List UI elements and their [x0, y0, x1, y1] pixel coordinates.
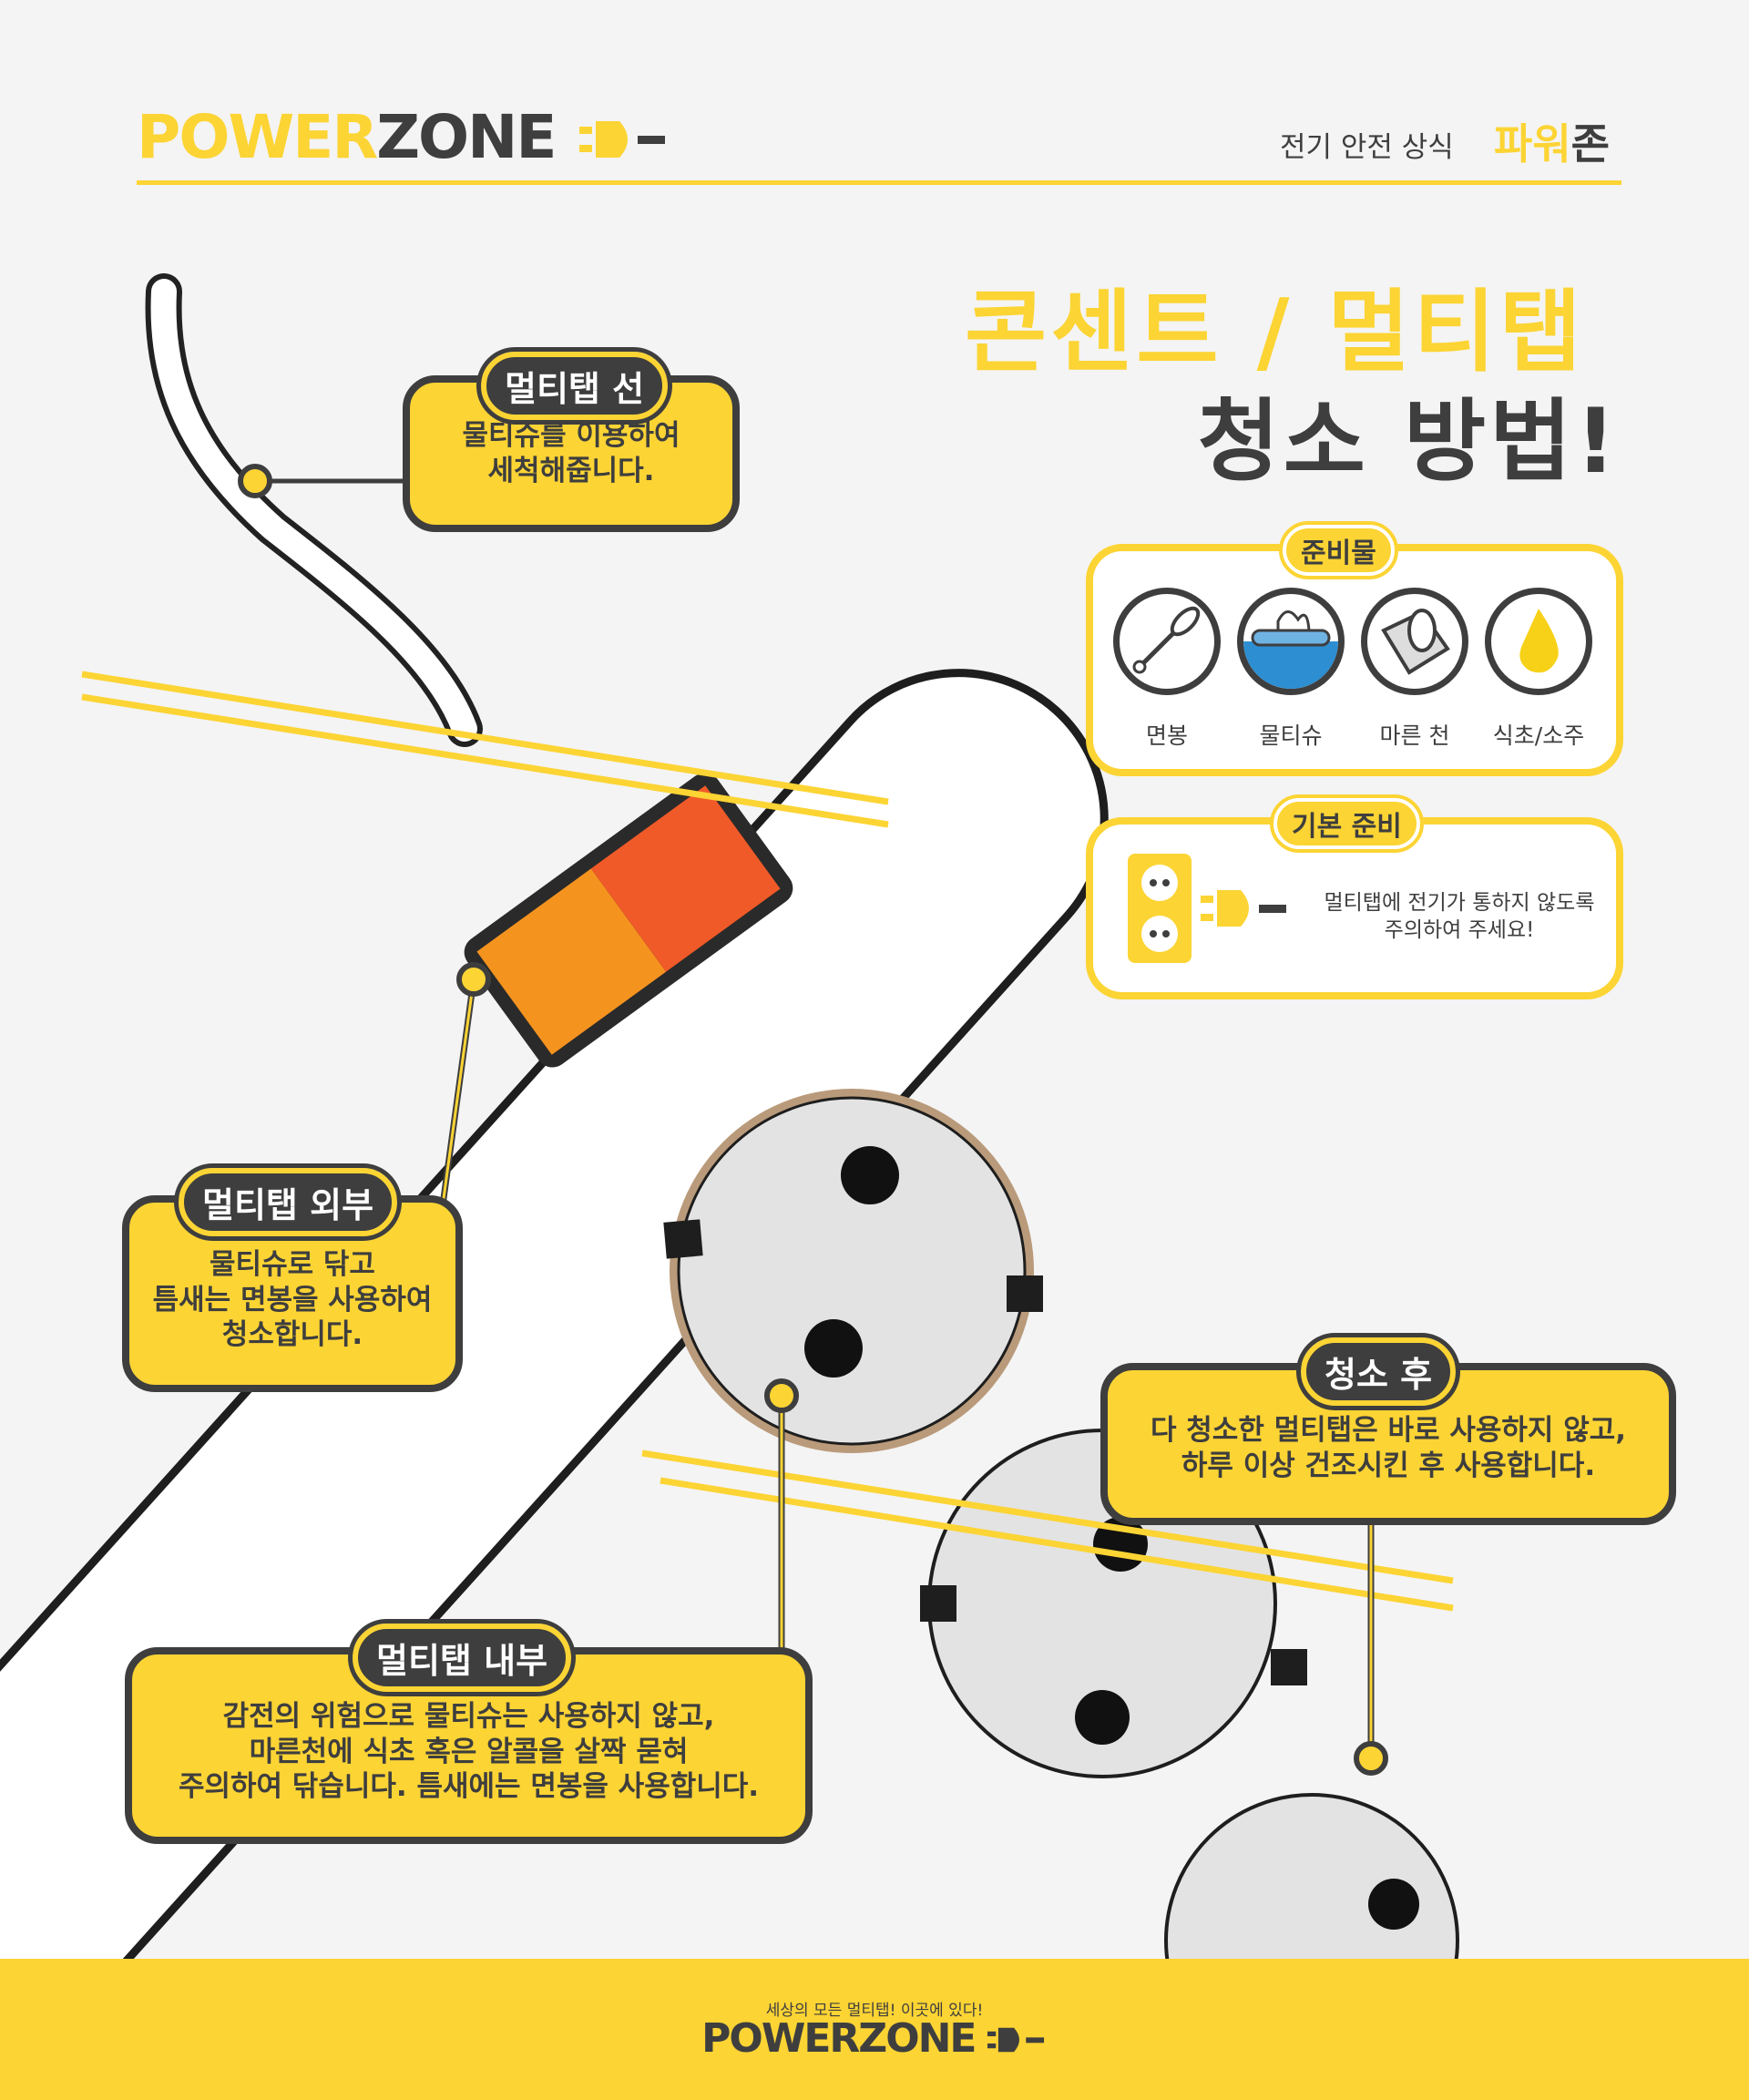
liquid-drop-icon: [1485, 588, 1592, 695]
basic-prep-line-1: 멀티탭에 전기가 통하지 않도록: [1324, 891, 1595, 915]
callout-after-line-1: 다 청소한 멀티탭은 바로 사용하지 않고,: [1150, 1414, 1627, 1448]
brand-ko-part2: 존: [1570, 119, 1610, 169]
header-logo: POWERZONE: [137, 102, 670, 176]
basic-prep-tag: 기본 준비: [1270, 794, 1424, 853]
callout-interior-line-3: 주의하여 닦습니다. 틈새에는 면봉을 사용합니다.: [178, 1770, 760, 1804]
callout-interior-line-1: 감전의 위험으로 물티슈는 사용하지 않고,: [222, 1699, 715, 1733]
wet-wipes-icon: [1237, 588, 1345, 695]
callout-cord-line-1: 물티슈를 이용하여: [462, 419, 680, 453]
supply-label-cloth: 마른 천: [1379, 722, 1450, 749]
plug-unplugged-icon: [1201, 886, 1292, 934]
callout-cord-tag: 멀티탭 선: [476, 347, 673, 425]
supply-label-wipes: 물티슈: [1259, 722, 1323, 749]
footer: 세상의 모든 멀티탭! 이곳에 있다! POWERZONE: [0, 1959, 1749, 2100]
footer-tagline: 세상의 모든 멀티탭! 이곳에 있다!: [765, 2002, 984, 2020]
plug-icon: [579, 106, 670, 176]
callout-cord-line-2: 세척해줍니다.: [487, 455, 655, 487]
callout-exterior-line-3: 청소합니다.: [221, 1318, 363, 1352]
footer-plug-icon: [987, 2018, 1048, 2064]
callout-after-tag: 청소 후: [1295, 1333, 1461, 1410]
header-divider: [137, 180, 1621, 185]
outlet-icon: [1128, 854, 1192, 963]
callout-interior-tag: 멀티탭 내부: [347, 1619, 577, 1696]
basic-prep-text: 멀티탭에 전기가 통하지 않도록 주의하여 주세요!: [1304, 890, 1614, 945]
footer-logo-power: POWER: [701, 2015, 860, 2062]
callout-after: 다 청소한 멀티탭은 바로 사용하지 않고, 하루 이상 건조시킨 후 사용합니…: [1100, 1363, 1676, 1525]
supplies-tag: 준비물: [1279, 521, 1398, 579]
supply-label-swab: 면봉: [1145, 722, 1188, 749]
dry-cloth-icon: [1361, 588, 1468, 695]
logo-power: POWER: [137, 102, 378, 172]
basic-prep-line-2: 주의하여 주세요!: [1384, 917, 1535, 942]
title-line-2: 청소 방법!: [1197, 390, 1620, 494]
logo-zone: ZONE: [376, 102, 557, 172]
brand-ko-part1: 파워: [1494, 119, 1571, 169]
callout-after-line-2: 하루 이상 건조시킨 후 사용합니다.: [1181, 1450, 1596, 1482]
header-subtitle: 전기 안전 상식: [1280, 131, 1454, 164]
title-line-1: 콘센트 / 멀티탭: [965, 281, 1585, 384]
supply-label-liquid: 식초/소주: [1492, 722, 1585, 749]
cotton-swab-icon: [1113, 588, 1221, 695]
header-brand-ko: 파워존: [1494, 111, 1610, 171]
callout-exterior-line-1: 물티슈로 닦고: [210, 1247, 375, 1281]
socket-1: [663, 1089, 1043, 1453]
supplies-panel: 면봉 물티슈 마른 천 식초/소주: [1086, 544, 1623, 776]
callout-exterior-tag: 멀티탭 외부: [173, 1163, 403, 1241]
callout-interior-line-2: 마른천에 식초 혹은 알콜을 살짝 묻혀: [249, 1735, 689, 1768]
footer-logo: POWERZONE: [0, 2015, 1749, 2064]
callout-exterior-line-2: 틈새는 면봉을 사용하여: [152, 1283, 433, 1316]
footer-logo-zone: ZONE: [858, 2015, 977, 2062]
